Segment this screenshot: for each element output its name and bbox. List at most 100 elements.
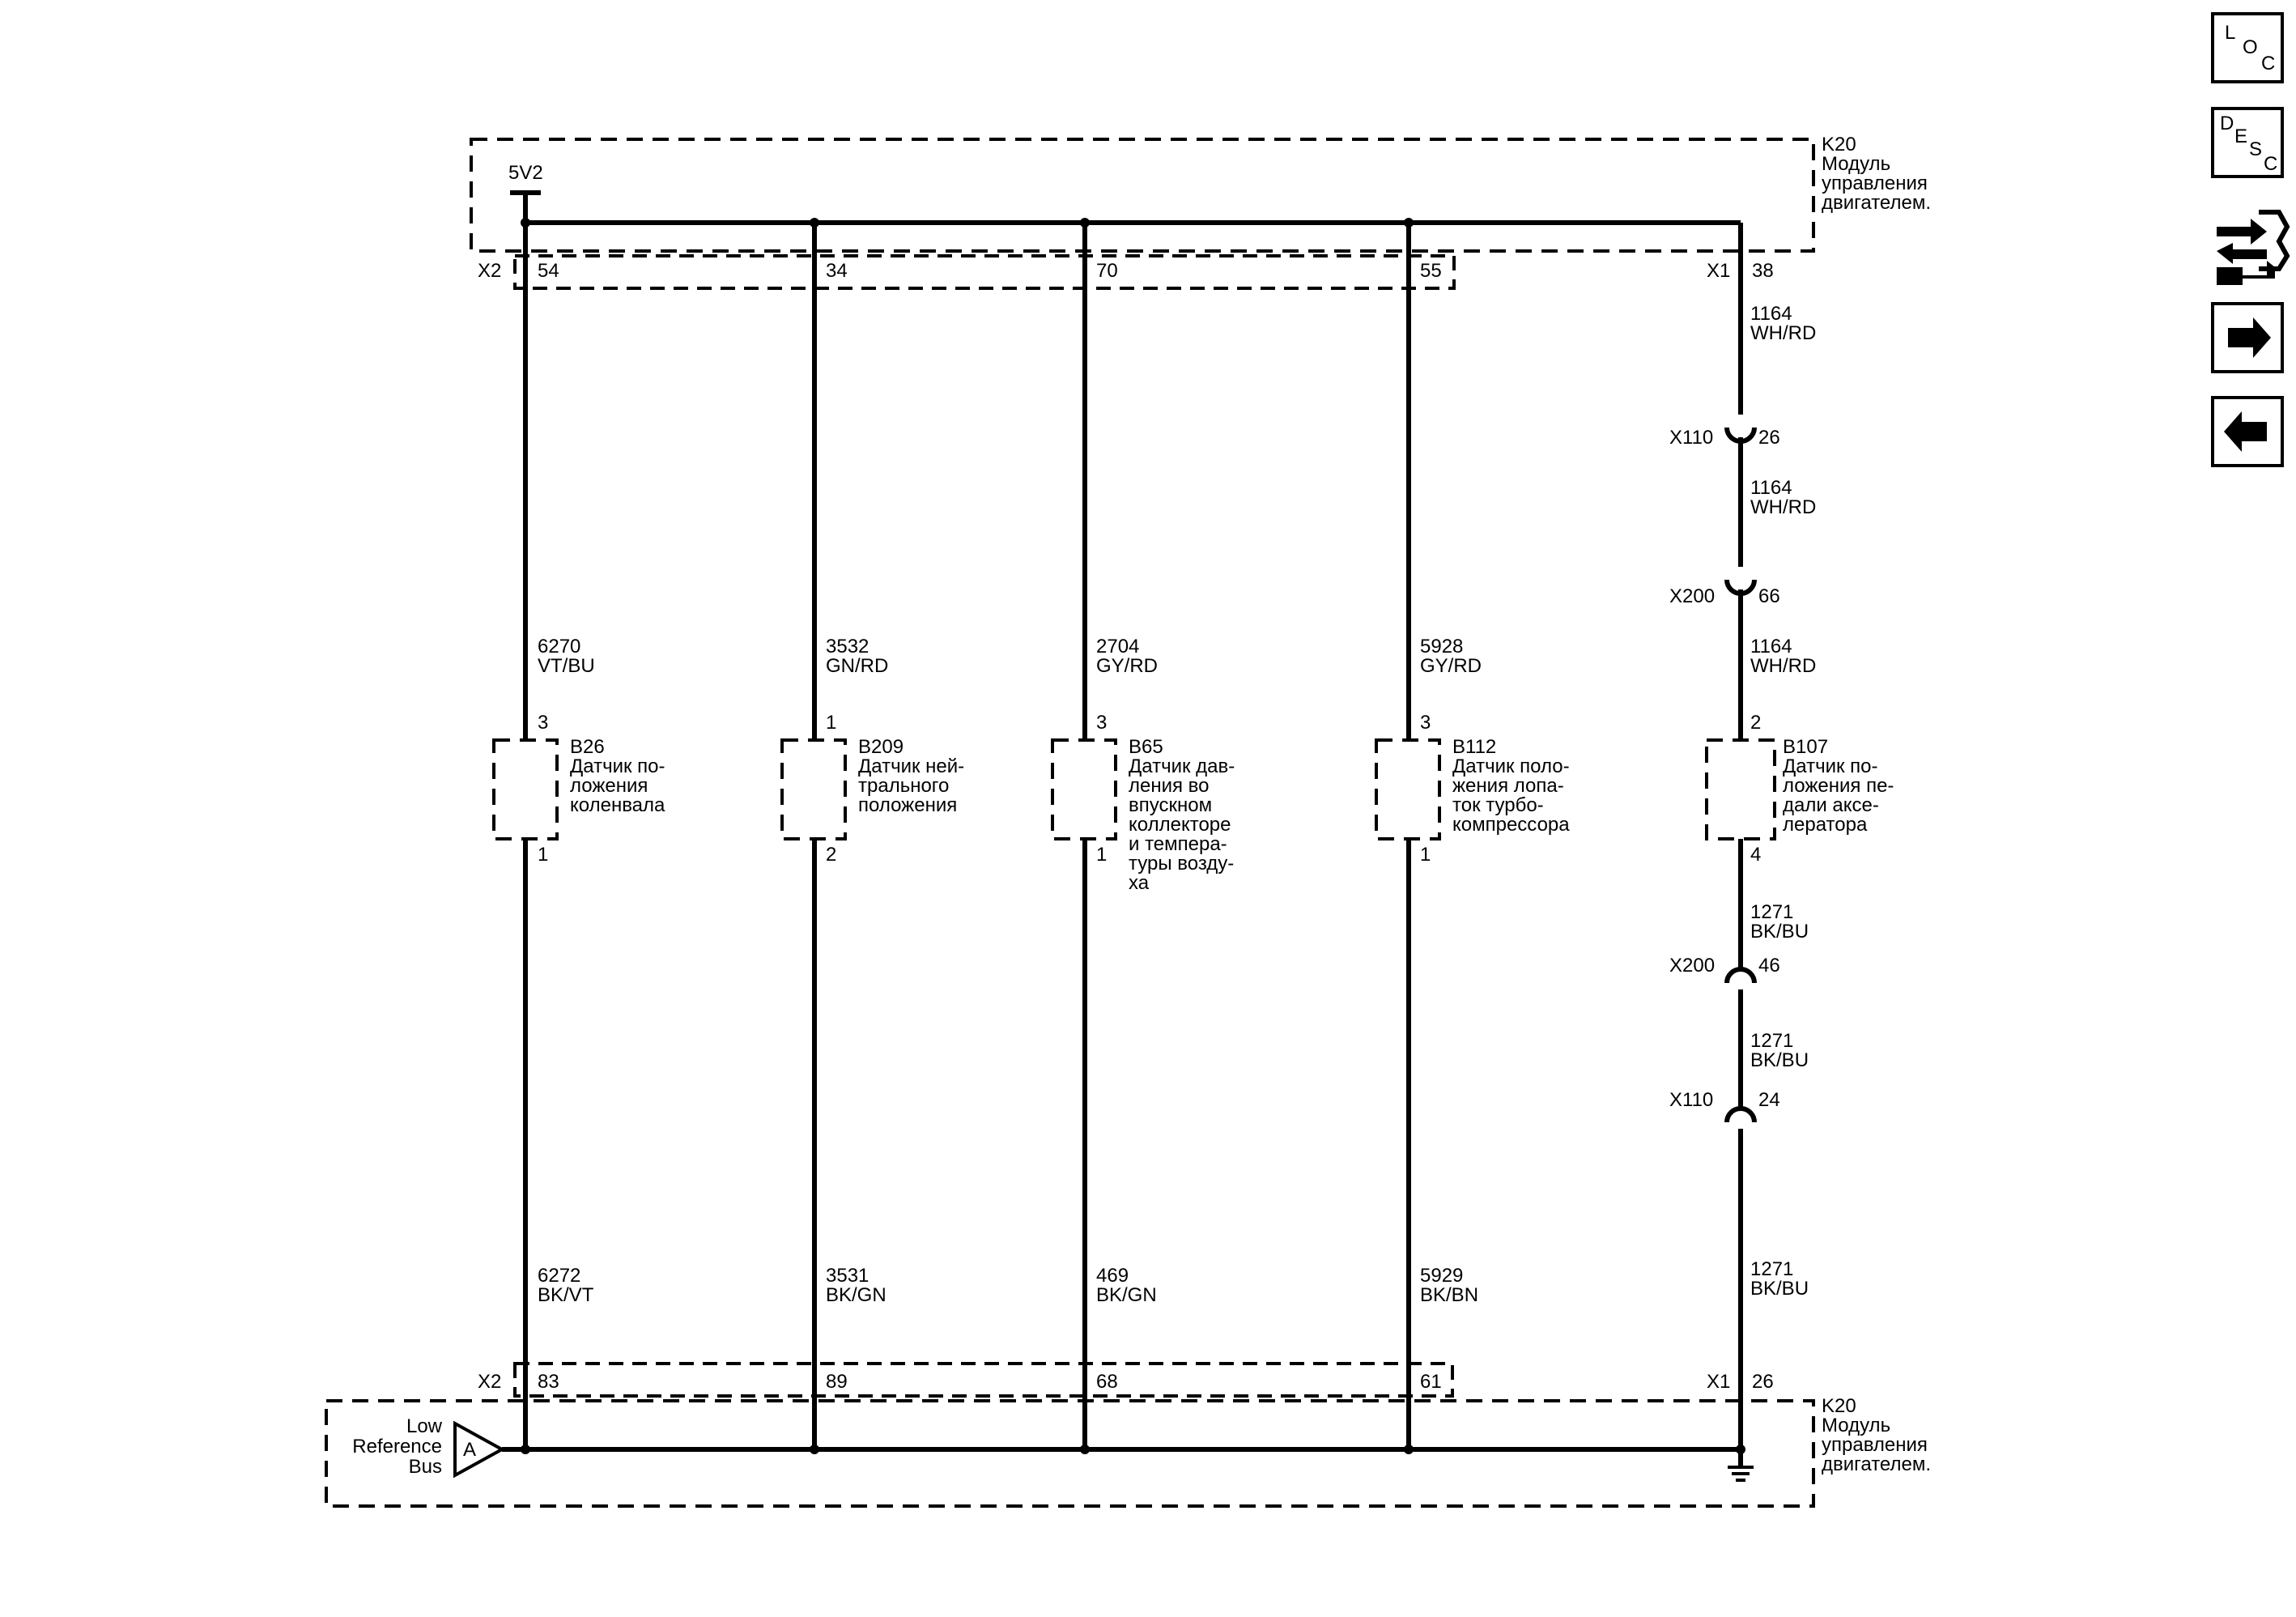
desc-icon [2211,107,2284,178]
wire-color: BK/GN [1096,1284,1157,1306]
sensor-b107-box [1705,738,1776,840]
wire-number: 6272 [538,1265,580,1287]
desc-letter: C [2264,153,2277,175]
connector-x1-bottom-label: X1 [1707,1371,1730,1393]
pin-label: 70 [1096,260,1118,282]
module-top-name-line3: двигателем. [1822,192,1931,214]
bus-label-line: Bus [409,1456,442,1478]
sensor-pin-bottom: 1 [1420,844,1431,866]
wire-color: WH/RD [1750,655,1816,677]
wire-color: GN/RD [826,655,888,677]
wire-color: GY/RD [1420,655,1482,677]
previous-button[interactable] [2211,396,2284,467]
sensor-pin-top: 1 [826,712,836,734]
wire-number: 5928 [1420,636,1463,657]
sensor-pin-top: 3 [1096,712,1107,734]
inline-connector-label: X200 [1669,955,1715,977]
splice-dot [1080,1445,1090,1454]
module-bottom-name-line3: двигателем. [1822,1453,1931,1475]
inline-connector-pin: 26 [1758,427,1780,449]
sensor-name-line: дали аксе- [1783,794,1879,816]
sensor-name-line: ха [1129,872,1150,894]
inline-connector-label: X200 [1669,585,1715,607]
sensor-name-line: трального [858,775,949,797]
sensor-id: B26 [570,736,605,758]
bus-label-line: Reference [352,1436,442,1457]
next-button[interactable] [2211,302,2284,373]
sensor-name-line: положения [858,794,957,816]
wire-number: 1164 [1750,303,1792,325]
wire-color: WH/RD [1750,496,1816,518]
wire-number: 1164 [1750,636,1792,657]
wire-color: BK/VT [538,1284,594,1306]
connector-tool-button[interactable] [2217,210,2290,285]
module-bottom-id: K20 [1822,1395,1856,1417]
connector-x1-top-label: X1 [1707,260,1730,282]
sensor-name-line: Датчик ней- [858,755,964,777]
sensor-b112-box [1375,738,1441,840]
wire-number: 1164 [1750,477,1792,499]
arrow-left-icon [2224,411,2267,452]
ground-icon [1728,1449,1754,1482]
sensor-pin-bottom: 2 [826,844,836,866]
wire-color: VT/BU [538,655,595,677]
connector-x2-bottom-housing [513,1362,1454,1398]
connector-x2-bottom-label: X2 [478,1371,501,1393]
wire-color: BK/BN [1420,1284,1478,1306]
wire-number: 6270 [538,636,580,657]
loc-icon [2211,12,2284,83]
desc-letter: S [2249,138,2262,160]
sensor-pin-top: 3 [1420,712,1431,734]
module-k20-top: K20 Модуль управления двигателем. [470,134,1931,290]
bus-label-line: Low [406,1415,443,1437]
sensor-b209-box [780,738,847,840]
wire-color: BK/BU [1750,921,1809,943]
module-bottom-boundary [325,1399,1815,1508]
wire-number: 2704 [1096,636,1139,657]
wire-number: 3531 [826,1265,869,1287]
sensor-name-line: впускном [1129,794,1212,816]
wire-color: BK/BU [1750,1049,1809,1071]
loc-button[interactable]: L O C [2211,12,2284,83]
sensor-name-line: ложения пе- [1783,775,1894,797]
sensor-name-line: Датчик дав- [1129,755,1235,777]
pin-label: 83 [538,1371,559,1393]
wire-color: WH/RD [1750,322,1816,344]
pin-label: 38 [1752,260,1774,282]
inline-connector-pin: 66 [1758,585,1780,607]
bus-reference-marker: A [463,1439,476,1461]
splice-dot [810,1445,819,1454]
pin-label: 89 [826,1371,848,1393]
connector-x2-top-housing [513,254,1456,290]
connector-x2-top-label: X2 [478,260,501,282]
desc-letter: D [2220,113,2234,134]
desc-button[interactable]: D E S C [2211,107,2284,178]
loc-letter: L [2225,22,2235,44]
sensor-name-line: Датчик по- [570,755,665,777]
sensor-id: B112 [1452,736,1496,758]
module-top-boundary [470,138,1815,253]
connector-tool-icon [2217,210,2290,285]
sensor-name-line: компрессора [1452,814,1570,836]
sensor-name-line: ложения [570,775,648,797]
pin-label: 34 [826,260,848,282]
sensor-name-line: коллекторе [1129,814,1231,836]
pin-label: 61 [1420,1371,1442,1393]
sensor-pin-top: 3 [538,712,548,734]
sensor-pin-bottom: 1 [1096,844,1107,866]
splice-dot [1404,1445,1414,1454]
module-bottom-name-line1: Модуль [1822,1415,1890,1436]
wire-number: 1271 [1750,1258,1793,1280]
splice-dot [521,1445,530,1454]
sensor-b65-box [1051,738,1117,840]
sensor-name-line: ления во [1129,775,1210,797]
circuit-b112: 55 5928 GY/RD 3 B112 Датчик поло- жения … [1375,223,1570,1449]
wire-number: 5929 [1420,1265,1463,1287]
sensor-id: B65 [1129,736,1163,758]
sensor-b26-box [492,738,559,840]
supply-label: 5V2 [508,162,543,184]
wire-color: BK/GN [826,1284,887,1306]
wire-color: GY/RD [1096,655,1158,677]
sensor-id: B209 [858,736,904,758]
wire-number: 469 [1096,1265,1129,1287]
